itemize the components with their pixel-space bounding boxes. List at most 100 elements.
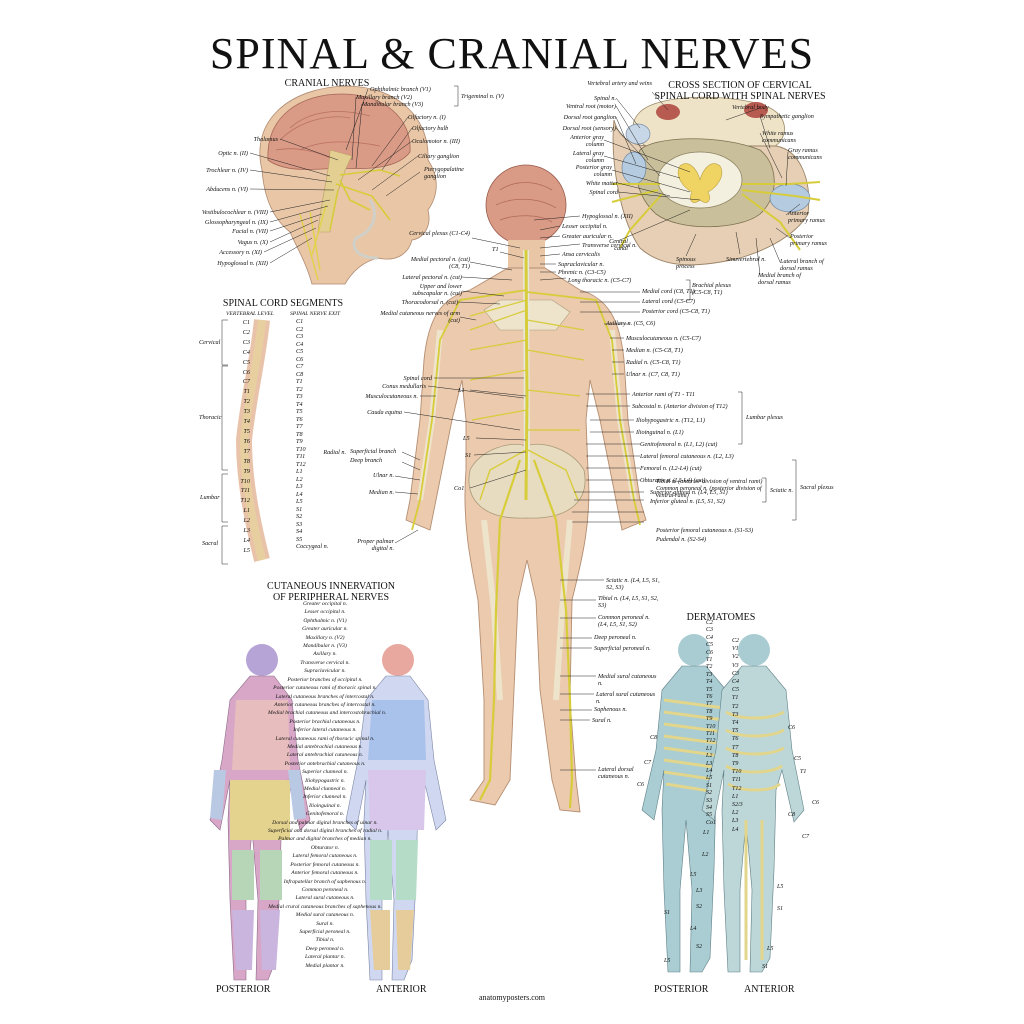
nerve-exit-item: Coccygeal n. — [296, 543, 329, 550]
nerve-exit-item: T3 — [296, 393, 303, 400]
main-right-label: Phrenic n. (C3-C5) — [558, 269, 606, 276]
dermatome-label: L2 — [706, 753, 713, 760]
cutaneous-label: Lateral sural cutaneous n. — [295, 895, 355, 902]
cutaneous-label: Lateral antebrachial cutaneous n. — [286, 752, 364, 759]
main-right-label: Hypoglossal n. (XII) — [582, 213, 633, 220]
dermatome-label: T3 — [706, 671, 713, 678]
spine-mark: S1 — [465, 452, 472, 459]
main-left-label: Superficial branch — [350, 448, 397, 455]
spine-mark: L1 — [458, 387, 465, 394]
main-right-label: Posterior femoral cutaneous n. (S1-S3) — [656, 527, 754, 534]
main-right-leaders — [533, 215, 797, 771]
nerve-exit-item: C4 — [296, 340, 304, 348]
dermatome-label: C3 — [706, 627, 714, 634]
cranial-left-label: Vagus n. (X) — [237, 239, 268, 246]
cross-section-title: CROSS SECTION OF CERVICAL SPINAL CORD WI… — [640, 80, 840, 102]
main-left-label: Lateral pectoral n. (cut) — [402, 274, 462, 281]
vertebral-level-header: VERTEBRAL LEVEL — [226, 311, 274, 317]
nerve-exit-header: SPINAL NERVE EXIT — [290, 311, 341, 317]
dermatome-label: L5 — [777, 884, 784, 890]
nerve-exit-item: T2 — [296, 385, 303, 393]
dermatome-label: C7 — [644, 760, 652, 766]
cutaneous-label: Lateral cutaneous rami of thoracic spina… — [275, 735, 375, 742]
dermatome-label: C4 — [732, 679, 740, 685]
dermatome-label: V3 — [732, 662, 739, 669]
cutaneous-label: Dorsal and palmar digital branches of ul… — [272, 819, 378, 826]
main-left-label: Upper and lower subscapular n. (cut) — [412, 283, 462, 297]
main-left-label: Conus medullaris — [382, 383, 426, 390]
dermatome-label: C6 — [637, 782, 645, 788]
main-right-label: Common peroneal n. (posterior division o… — [656, 485, 762, 499]
cranial-left-label: Thalamus — [253, 136, 278, 143]
cutaneous-label: Posterior cutaneous rami of thoracic spi… — [273, 685, 377, 692]
cranial-right-label: Mandibular branch (V3) — [362, 101, 424, 108]
cutaneous-label: Lateral cutaneous branches of intercosta… — [275, 693, 375, 700]
main-right-label: Saphenous n. — [594, 706, 627, 713]
dermatome-label: L5 — [664, 958, 671, 964]
main-left-leaders — [394, 237, 527, 544]
dermatome-label: T1 — [800, 769, 807, 775]
vertebral-level-item: C6 — [242, 368, 250, 376]
nerve-exit-item: C5 — [296, 348, 304, 355]
cutaneous-label: Axillary n. — [313, 651, 337, 658]
main-right-label: Medial cord (C8, T1) — [642, 288, 695, 295]
cs-left-label: Dorsal root ganglion — [563, 114, 616, 121]
cutaneous-label: Medial brachial cutaneous and intercosto… — [268, 710, 387, 717]
vertebral-level-item: T11 — [240, 487, 250, 495]
cutaneous-label: Superficial peroneal n. — [299, 928, 351, 935]
dermatome-label: L2 — [702, 852, 709, 858]
vertebral-level-item: T1 — [243, 388, 250, 396]
dermatome-label: T9 — [732, 761, 739, 767]
dermatome-label: C8 — [650, 735, 658, 741]
head-illustration — [259, 85, 437, 285]
cranial-right-label: Pterygopalatine ganglion — [424, 166, 464, 180]
dermatome-label: S1 — [706, 782, 712, 789]
main-right-label: Superficial peroneal n. — [594, 645, 651, 652]
cutaneous-label: Superficial and dorsal digital branches … — [268, 828, 383, 835]
cs-left-label: Ventral root (motor) — [566, 103, 616, 110]
sacral-plexus-label: Sacral plexus — [800, 484, 834, 491]
dermatome-label: S1 — [777, 906, 783, 912]
main-right-label: Supraclavicular n. — [558, 261, 605, 268]
cross-section-title-line: CROSS SECTION OF CERVICAL — [668, 80, 812, 91]
cutaneous-label: Ophthalmic n. (V1) — [303, 617, 347, 624]
main-right-label: Lesser occipital n. — [562, 223, 608, 230]
dermatome-label: C6 — [788, 725, 796, 731]
vertebral-level-item: C7 — [242, 378, 250, 386]
cutaneous-label: Iliohypogastric n. — [305, 777, 345, 784]
dermatome-label: L4 — [690, 926, 697, 932]
cranial-right-label: Oculomotor n. (III) — [412, 138, 460, 145]
dermatome-label: T12 — [732, 785, 742, 792]
cs-bottom-label: Spinous process — [676, 256, 696, 270]
cs-left-label: Lateral gray column — [572, 150, 604, 164]
dermatome-label: T8 — [732, 752, 739, 759]
cutaneous-label: Anterior femoral cutaneous n. — [291, 870, 359, 877]
segments-title: SPINAL CORD SEGMENTS — [222, 298, 344, 309]
main-right-label: Femoral n. (L2-L4) (cut) — [640, 465, 702, 472]
dermatome-label: T7 — [706, 701, 713, 708]
nerve-exit-item: S4 — [296, 528, 303, 535]
main-right-label: Tibial n. (L4, L5, S1, S2, S3) — [598, 595, 659, 609]
cranial-leaders — [249, 85, 459, 264]
dermatome-label: T1 — [706, 657, 713, 663]
cutaneous-label: Posterior femoral cutaneous n. — [290, 861, 360, 868]
cranial-right-label: Ophthalmic branch (V1) — [370, 86, 431, 93]
main-right-label: Lateral cord (C5-C7) — [642, 298, 696, 305]
dermatome-label: C3 — [732, 670, 740, 677]
main-right-label: Ansa cervicalis — [562, 251, 600, 258]
dermatome-label: L5 — [690, 872, 697, 878]
dermatome-label: L1 — [732, 793, 739, 800]
nerve-exit-item: L3 — [296, 483, 303, 490]
cutaneous-label: Medial crural cutaneous branches of saph… — [268, 903, 382, 910]
cutaneous-label: Medial antebrachial cutaneous n. — [287, 743, 363, 750]
cutaneous-label: Medial plantar n. — [305, 962, 345, 969]
vertebral-level-item: C3 — [242, 338, 250, 346]
dermatome-label: C4 — [706, 634, 714, 641]
dermatome-label: C5 — [706, 642, 714, 649]
dermatome-label: C6 — [706, 649, 714, 656]
nerve-exit-item: S5 — [296, 535, 303, 543]
dermatome-label: T2 — [706, 664, 713, 671]
cutaneous-label: Inferior clunneal n. — [303, 794, 347, 801]
nerve-exit-item: C3 — [296, 333, 304, 340]
